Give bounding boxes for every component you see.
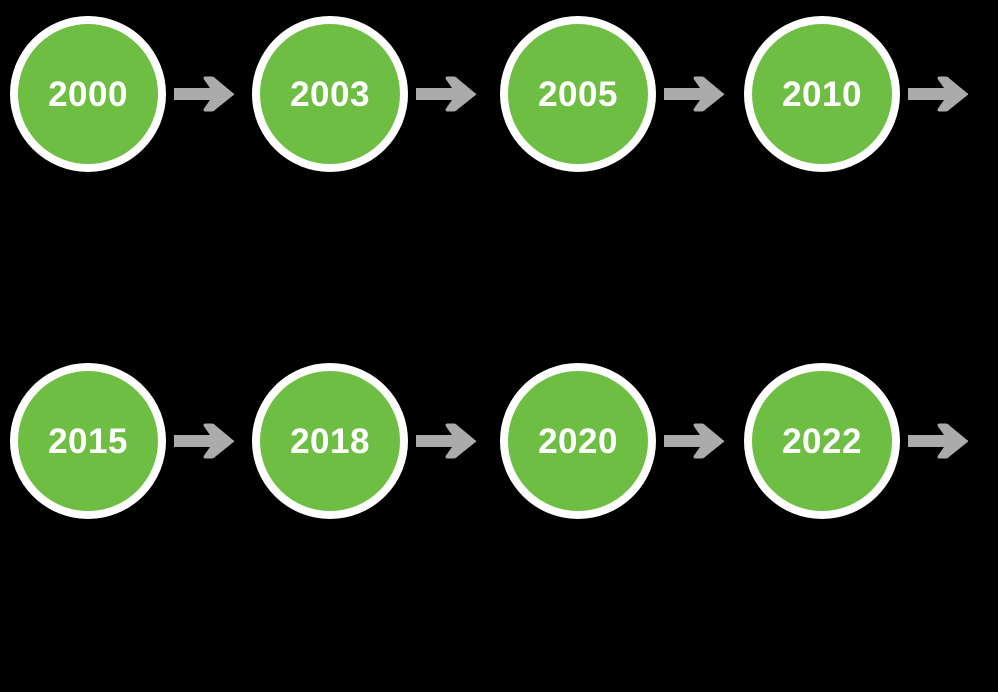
- arrow-right-icon: [908, 423, 970, 459]
- timeline-node[interactable]: 2000: [10, 16, 166, 172]
- timeline-node-circle[interactable]: 2010: [744, 16, 900, 172]
- timeline-node-label: 2018: [290, 421, 370, 461]
- arrow-right-icon: [416, 76, 478, 112]
- timeline-node-label: 2020: [538, 421, 618, 461]
- timeline-node-label: 2005: [538, 74, 618, 114]
- timeline-node[interactable]: 2018: [252, 363, 408, 519]
- timeline-node-circle[interactable]: 2005: [500, 16, 656, 172]
- timeline-node-label: 2003: [290, 74, 370, 114]
- timeline-node-circle[interactable]: 2015: [10, 363, 166, 519]
- timeline-node-circle[interactable]: 2020: [500, 363, 656, 519]
- timeline-node[interactable]: 2003: [252, 16, 408, 172]
- timeline-node-label: 2022: [782, 421, 862, 461]
- arrow-right-icon: [416, 423, 478, 459]
- timeline-row-2: 2015 2018 2020 2022: [0, 363, 998, 519]
- timeline-node-label: 2010: [782, 74, 862, 114]
- timeline-node-circle[interactable]: 2000: [10, 16, 166, 172]
- timeline-node-label: 2015: [48, 421, 128, 461]
- timeline-node[interactable]: 2022: [744, 363, 900, 519]
- timeline-node[interactable]: 2015: [10, 363, 166, 519]
- arrow-right-icon: [664, 423, 726, 459]
- arrow-right-icon: [664, 76, 726, 112]
- timeline-node-label: 2000: [48, 74, 128, 114]
- arrow-right-icon: [174, 423, 236, 459]
- arrow-right-icon: [908, 76, 998, 112]
- arrow-right-icon: [174, 76, 236, 112]
- timeline-node[interactable]: 2010: [744, 16, 900, 172]
- timeline-node-circle[interactable]: 2022: [744, 363, 900, 519]
- timeline-node-circle[interactable]: 2003: [252, 16, 408, 172]
- timeline-node[interactable]: 2020: [500, 363, 656, 519]
- timeline-node-circle[interactable]: 2018: [252, 363, 408, 519]
- timeline-node[interactable]: 2005: [500, 16, 656, 172]
- timeline-row-1: 2000 2003 2005 2010: [0, 16, 998, 172]
